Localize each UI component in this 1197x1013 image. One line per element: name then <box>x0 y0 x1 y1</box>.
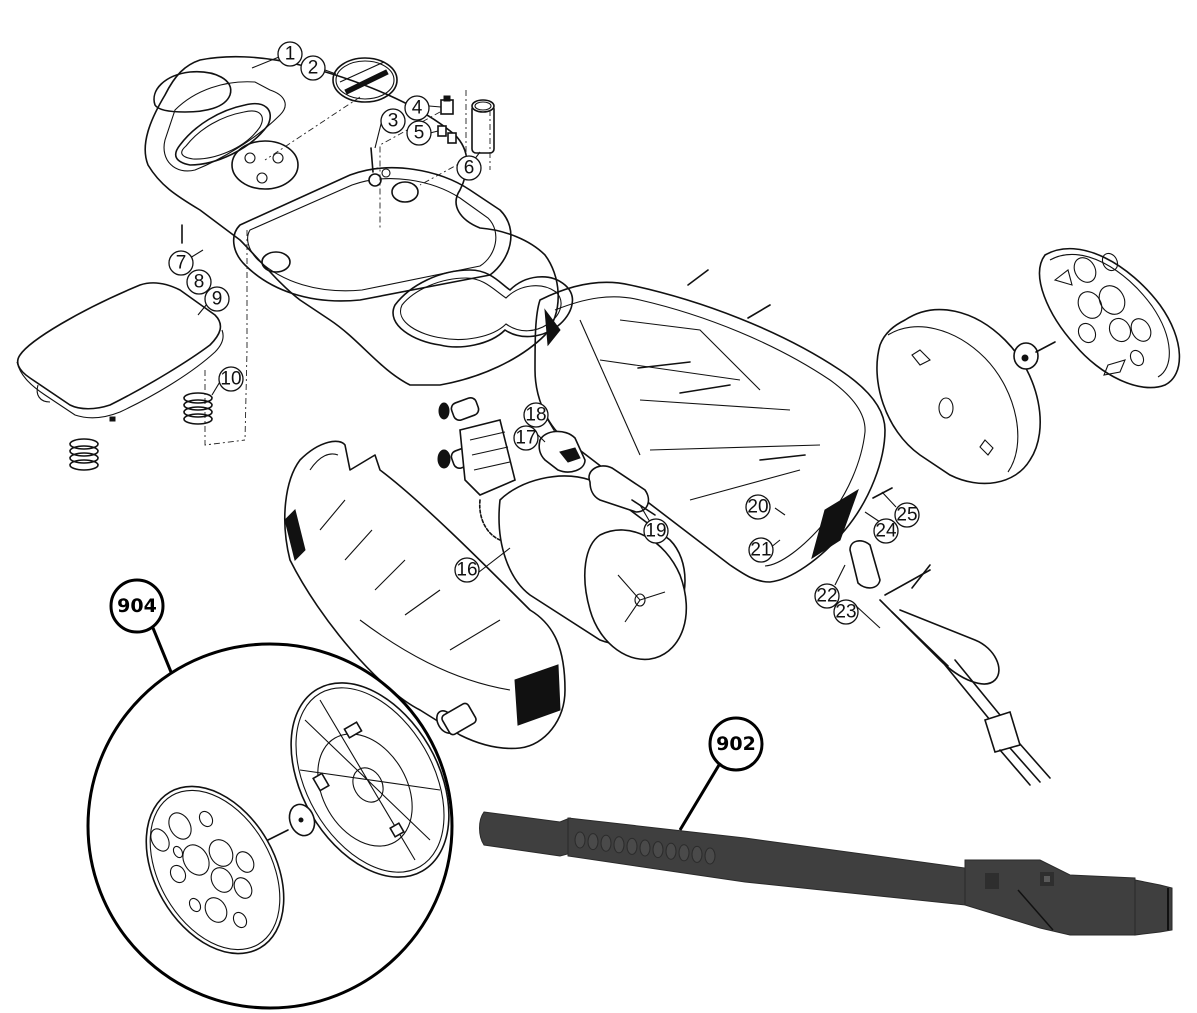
callout-6: 6 <box>456 155 482 181</box>
callout-label: 1 <box>285 44 296 65</box>
callout-label: 6 <box>464 158 475 179</box>
callout-label: 10 <box>220 369 241 390</box>
callout-label: 24 <box>875 521 897 542</box>
callout-label: 16 <box>456 560 477 581</box>
callout-23: 23 <box>833 599 859 625</box>
callout-7: 7 <box>168 250 194 276</box>
major-callout-label: 902 <box>716 733 756 755</box>
cap-part <box>332 57 398 103</box>
callout-label: 3 <box>388 111 399 132</box>
inset-wheel-cover <box>145 785 285 955</box>
callout-label: 4 <box>412 98 423 119</box>
callout-label: 21 <box>750 540 771 561</box>
callout-label: 17 <box>515 428 536 449</box>
callout-8: 8 <box>186 269 212 295</box>
callout-17: 17 <box>513 425 539 451</box>
callout-19: 19 <box>643 518 669 544</box>
callout-5: 5 <box>406 120 432 146</box>
power-cord <box>849 540 1051 786</box>
callout-label: 23 <box>835 602 856 623</box>
callout-label: 8 <box>194 272 205 293</box>
lance-grip-bumps <box>574 831 716 865</box>
callout-22: 22 <box>814 583 840 609</box>
grip-bump <box>639 839 651 857</box>
callout-label: 2 <box>308 58 319 79</box>
grip-bump <box>691 845 703 863</box>
small-parts <box>368 95 495 187</box>
grip-bump <box>626 837 638 855</box>
callout-label: 25 <box>896 505 917 526</box>
callout-label: 7 <box>176 253 187 274</box>
grip-bump <box>587 833 599 851</box>
grip-bump <box>652 841 664 859</box>
callout-2: 2 <box>300 55 326 81</box>
grip-bump <box>704 847 716 865</box>
inset-hub-cap <box>267 803 316 841</box>
major-callout-904: 904 <box>109 578 165 634</box>
storage-tray <box>16 282 224 422</box>
callout-21: 21 <box>748 537 774 563</box>
callout-24: 24 <box>873 518 899 544</box>
grip-bump <box>678 844 690 862</box>
grip-bump <box>600 834 612 852</box>
callout-4: 4 <box>404 95 430 121</box>
callout-label: 20 <box>747 497 768 518</box>
main-housing-front <box>284 440 566 750</box>
callout-18: 18 <box>523 402 549 428</box>
callout-1: 1 <box>277 41 303 67</box>
callout-label: 22 <box>816 586 837 607</box>
pump-motor-assembly <box>437 396 688 661</box>
wheel <box>876 308 1041 485</box>
spray-lance <box>479 811 1173 936</box>
wheel-detail-inset <box>86 642 454 1010</box>
callout-3: 3 <box>380 108 406 134</box>
major-callout-902: 902 <box>708 716 764 772</box>
grip-bump <box>613 836 625 854</box>
top-cover <box>144 55 574 386</box>
wheel-cap <box>1013 247 1181 389</box>
inset-wheel-rim <box>290 682 450 878</box>
callout-9: 9 <box>204 286 230 312</box>
callout-10: 10 <box>218 366 244 392</box>
spring-10 <box>183 392 213 425</box>
grip-bump <box>574 831 586 849</box>
spring-lower <box>69 438 99 471</box>
callout-label: 9 <box>212 289 223 310</box>
callout-20: 20 <box>745 494 771 520</box>
grip-bump <box>665 842 677 860</box>
callout-label: 18 <box>525 405 546 426</box>
callout-label: 19 <box>645 521 666 542</box>
callout-16: 16 <box>454 557 480 583</box>
major-callout-label: 904 <box>117 595 157 617</box>
callout-25: 25 <box>894 502 920 528</box>
callout-label: 5 <box>414 123 425 144</box>
main-housing-rear <box>534 281 886 583</box>
